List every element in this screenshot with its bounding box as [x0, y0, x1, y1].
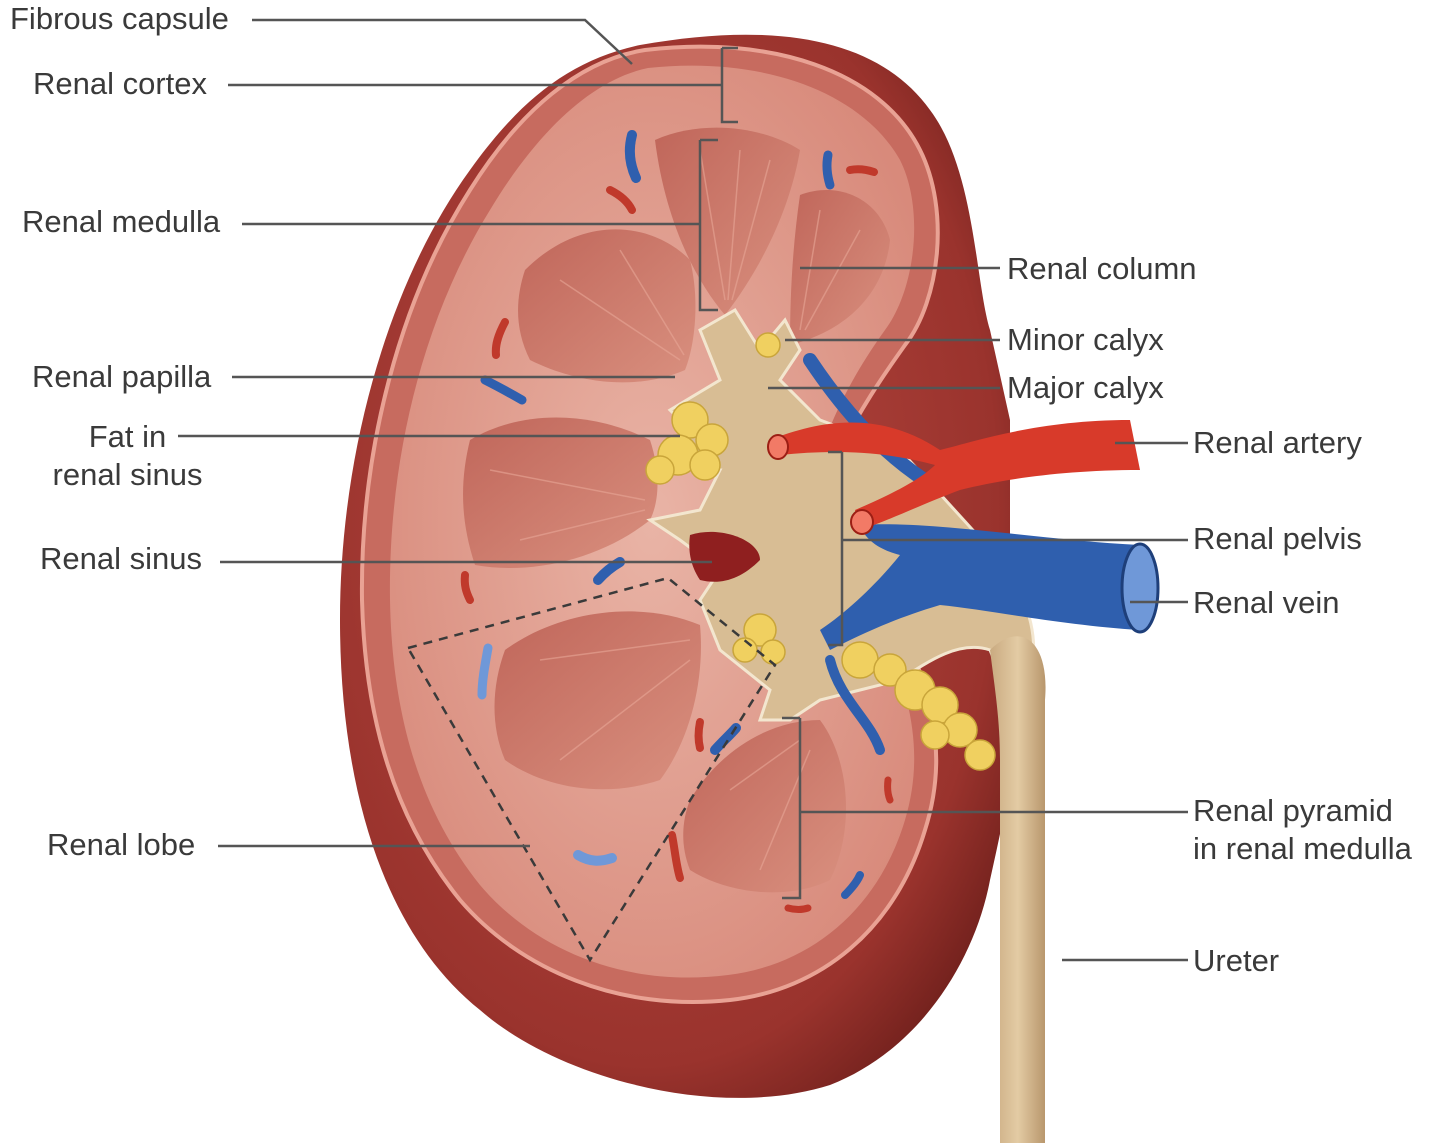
sinus-fat: [645, 332, 996, 771]
label-renal-sinus: Renal sinus: [40, 541, 202, 576]
label-fat-in-renal-sinus: Fat in renal sinus: [40, 418, 215, 494]
label-renal-pyramid-line2: in renal medulla: [1193, 831, 1412, 866]
label-minor-calyx: Minor calyx: [1007, 322, 1164, 357]
label-renal-medulla: Renal medulla: [22, 204, 221, 239]
renal-vein-vessel: [820, 524, 1140, 650]
label-major-calyx: Major calyx: [1007, 370, 1164, 405]
label-fibrous-capsule: Fibrous capsule: [10, 1, 229, 36]
label-renal-column: Renal column: [1007, 251, 1197, 286]
label-renal-pyramid: Renal pyramid in renal medulla: [1193, 792, 1412, 868]
pyramid-lower-left: [494, 611, 701, 790]
label-fat-in-renal-sinus-line2: renal sinus: [52, 457, 203, 492]
label-renal-cortex: Renal cortex: [33, 66, 208, 101]
pyramid-upper-left: [518, 229, 696, 383]
label-renal-pyramid-line1: Renal pyramid: [1193, 793, 1393, 828]
label-renal-artery: Renal artery: [1193, 425, 1362, 460]
label-renal-pelvis: Renal pelvis: [1193, 521, 1362, 556]
label-ureter: Ureter: [1193, 943, 1280, 978]
label-fat-in-renal-sinus-line1: Fat in: [88, 419, 167, 454]
label-renal-papilla: Renal papilla: [32, 359, 212, 394]
label-renal-vein: Renal vein: [1193, 585, 1340, 620]
ureter-tube: [990, 636, 1046, 1143]
leader-lines: [178, 18, 1188, 962]
renal-lobe-outline: [406, 576, 777, 963]
renal-artery-vessel: [770, 420, 1140, 530]
label-renal-lobe: Renal lobe: [47, 827, 196, 862]
renal-sinus-opening: [689, 531, 760, 582]
pyramid-top: [655, 127, 800, 315]
pyramid-middle-left: [463, 417, 658, 568]
